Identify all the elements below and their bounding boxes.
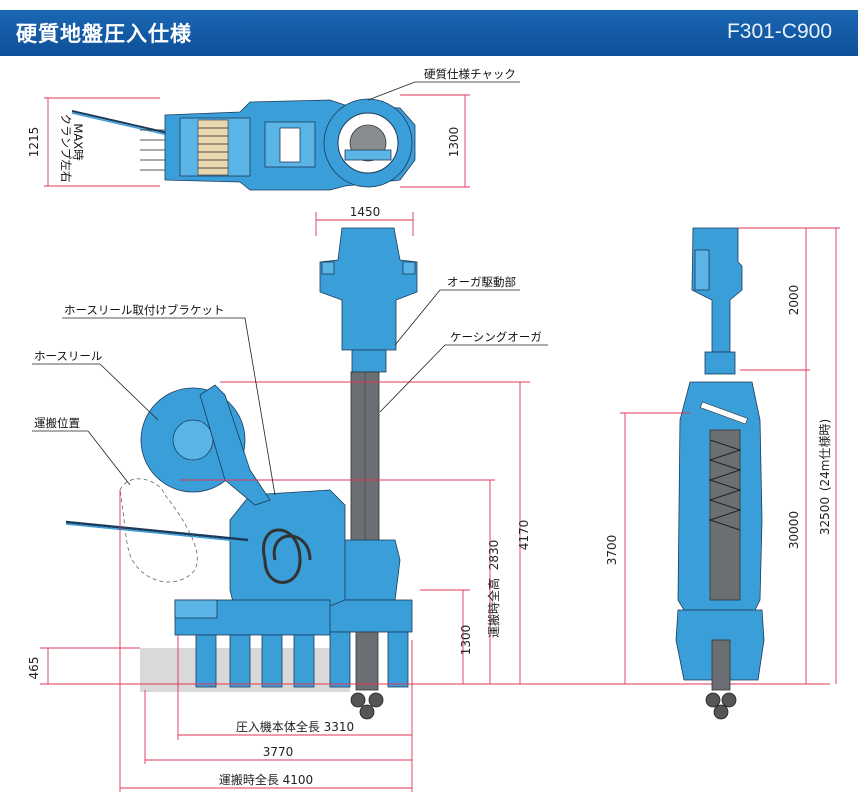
dim-1450: 1450: [350, 205, 381, 219]
dim-2830: 2830: [487, 540, 501, 571]
header-bar: [0, 10, 858, 56]
front-view: 1450: [27, 205, 830, 792]
dim-1300-base: 1300: [459, 625, 473, 656]
dim-1300-top: 1300: [447, 127, 461, 158]
page-title: 硬質地盤圧入仕様: [16, 22, 192, 46]
model-number: F301-C900: [726, 20, 832, 43]
dim-2000: 2000: [787, 285, 801, 316]
side-view: 2000 3700 30000 32500 (24m仕様時): [605, 227, 840, 720]
label-clamp-max: MAX時: [71, 123, 85, 161]
label-transport-position: 運搬位置: [34, 416, 80, 430]
label-casing-auger: ケーシングオーガ: [450, 330, 542, 344]
dim-4100: 運搬時全長 4100: [219, 772, 313, 787]
side-auger-flights: [708, 439, 742, 531]
dim-32500: 32500: [818, 497, 832, 535]
label-hard-chuck: 硬質仕様チャック: [424, 67, 516, 81]
top-view: 硬質仕様チャック 1215 クランプ左右 MAX時 1300: [27, 67, 520, 191]
dim-3700: 3700: [605, 535, 619, 566]
dim-4170: 4170: [517, 520, 531, 551]
dim-3770: 3770: [263, 745, 294, 759]
base-legs: [195, 634, 315, 688]
dim-3310: 圧入機本体全長 3310: [236, 719, 354, 734]
label-auger-drive: オーガ駆動部: [447, 275, 516, 289]
label-hose-reel: ホースリール: [34, 349, 102, 363]
dim-1215: 1215: [27, 127, 41, 158]
top-chuck-teeth: [198, 127, 228, 169]
label-clamp-lr: クランプ左右: [59, 114, 73, 183]
dim-465: 465: [27, 657, 41, 680]
auger-bit: [350, 692, 384, 720]
label-24m-spec: (24m仕様時): [818, 419, 832, 491]
label-transport-height: 運搬時全高: [486, 578, 501, 638]
dim-30000: 30000: [787, 511, 801, 549]
label-hose-reel-bracket: ホースリール取付けブラケット: [64, 303, 224, 317]
page-header: 硬質地盤圧入仕様 F301-C900: [0, 0, 858, 62]
